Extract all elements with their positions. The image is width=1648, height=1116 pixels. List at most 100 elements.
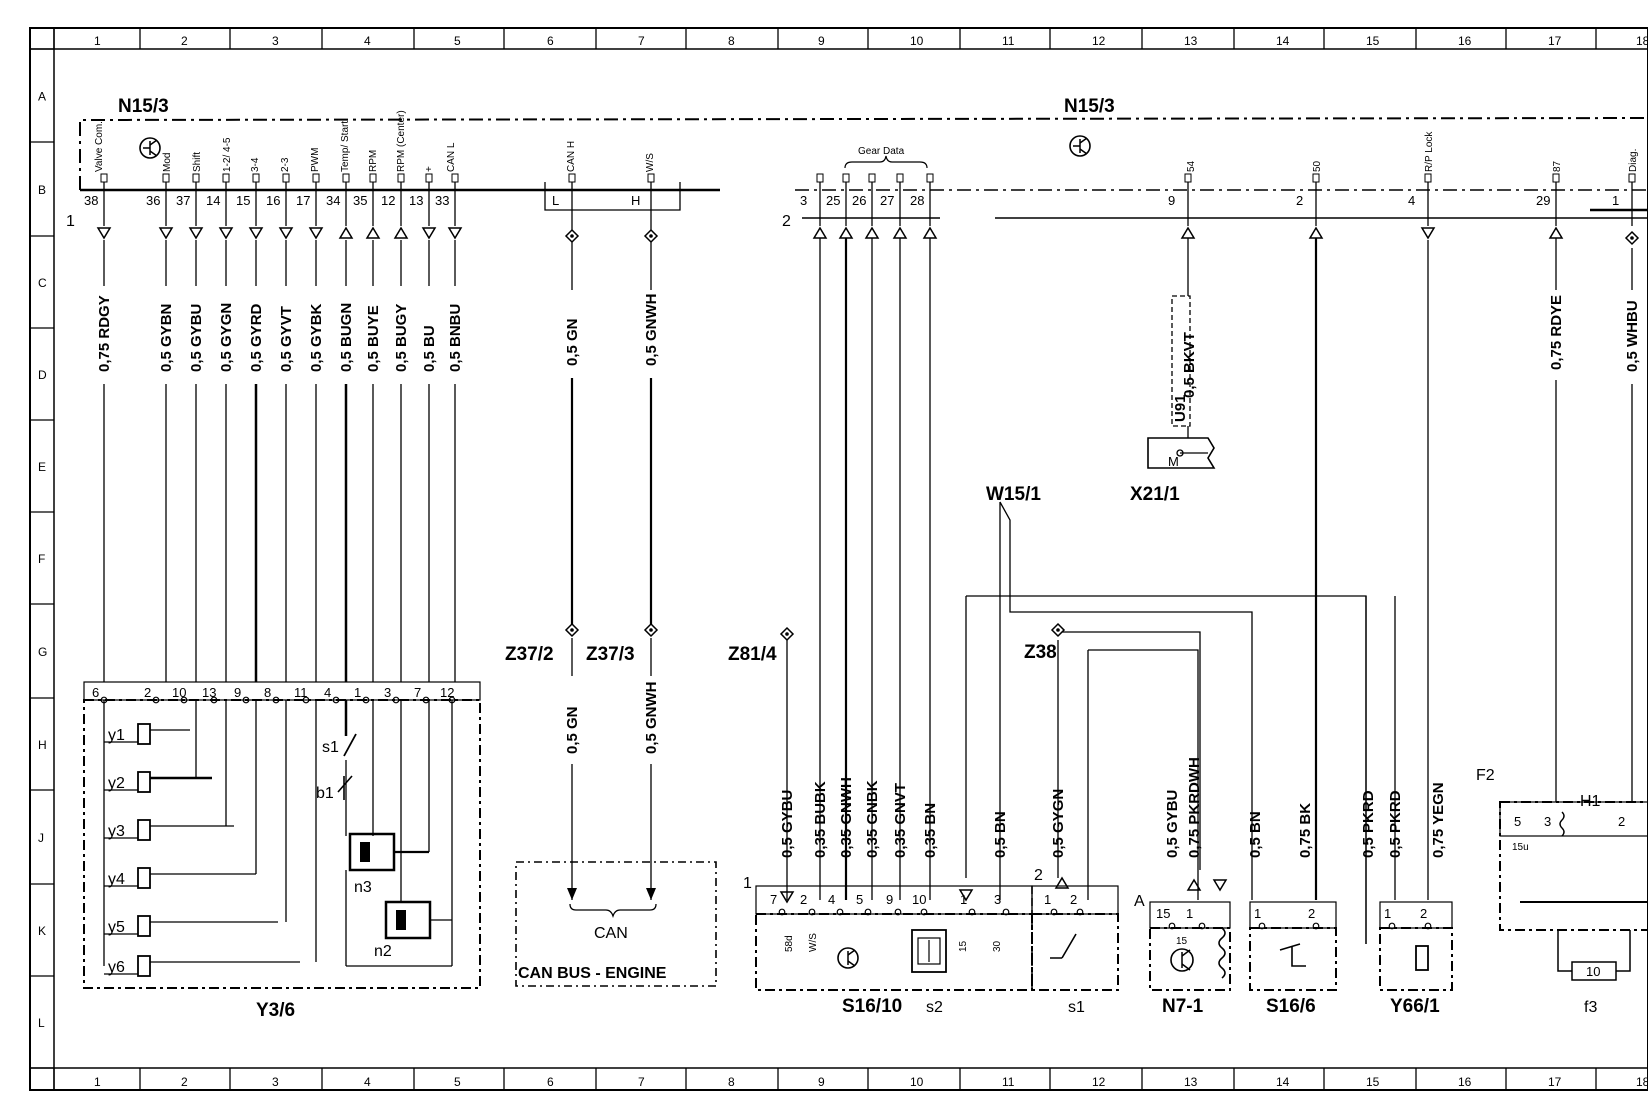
n153-pin: 37	[176, 193, 190, 208]
n153-boundary	[79, 117, 1648, 190]
s166-box	[1249, 927, 1337, 991]
n153-signal-label: 1-2/ 4-5	[222, 137, 233, 172]
z38-label: Z38	[1024, 642, 1057, 663]
y36-coil-label: y6	[108, 959, 125, 976]
grid-row-label: L	[38, 1016, 45, 1030]
solenoid-icon	[137, 915, 151, 937]
s1-pin: 1	[1044, 892, 1051, 907]
arrow-up-icon	[1548, 226, 1564, 239]
grid-col-label: 8	[728, 34, 735, 48]
grid-col-label: 9	[818, 1075, 825, 1089]
grid-col-label: 17	[1548, 1075, 1562, 1089]
s1610-terminal-label: W/S	[808, 933, 819, 952]
wire-label: 0,75 YEGN	[1430, 782, 1447, 858]
grid-row-label: A	[38, 90, 46, 104]
arrow-down-icon	[158, 227, 174, 240]
grid-row-label: K	[38, 924, 46, 938]
grid-row-label: J	[38, 831, 44, 845]
wire-label: 0,5 GYBK	[308, 303, 325, 372]
wire-label: 0,5 GYRD	[248, 303, 265, 372]
n71-pin: 15	[1156, 906, 1170, 921]
y36-pin: 1	[354, 685, 361, 700]
wire	[999, 501, 1253, 900]
wires-layer	[96, 173, 1640, 977]
wire-label: 0,35 GNWH	[838, 777, 855, 858]
wire	[1088, 649, 1199, 900]
grid-col-label: 2	[181, 1075, 188, 1089]
pin-socket	[162, 173, 170, 183]
coil-icon	[1559, 811, 1565, 837]
grid-col-label: 6	[547, 34, 554, 48]
n71-terminal-label: 15	[1176, 936, 1188, 947]
wire-label: 0,5 BU	[421, 325, 438, 372]
pin-socket	[1184, 173, 1192, 183]
s1610-pin: 4	[828, 892, 835, 907]
y661-pin: 2	[1420, 906, 1427, 921]
s1610-pin: 1	[960, 892, 967, 907]
pin-socket	[222, 173, 230, 183]
grid-col-label: 3	[272, 34, 279, 48]
grid-col-label: 13	[1184, 34, 1198, 48]
wire-label: 0,5 BN	[1247, 811, 1264, 858]
gear-data-label: Gear Data	[858, 146, 905, 157]
grid-col-label: 1	[94, 34, 101, 48]
arrow-down-icon	[278, 227, 294, 240]
s166-pin: 1	[1254, 906, 1261, 921]
z373-label: Z37/3	[586, 644, 635, 665]
n153-signal-label: Temp/ Start	[340, 121, 351, 172]
pin-socket	[100, 173, 108, 183]
selector-switch-icon	[911, 929, 947, 973]
wire-label: 0,35 GNVT	[892, 783, 909, 858]
n153-label-left: N15/3	[118, 96, 169, 117]
u91-tag-box	[1171, 295, 1191, 427]
arrow-down-icon	[308, 227, 324, 240]
wire-label: 0,5 GYBN	[158, 304, 175, 372]
grid-labels: 1122334455667788991010111112121313141415…	[30, 28, 1648, 1090]
arrow-up-icon	[338, 226, 354, 239]
splice-dot	[570, 234, 574, 238]
splice-dot	[1056, 628, 1060, 632]
arrow-up-icon	[365, 226, 381, 239]
wire-label: 0,5 BUYE	[365, 305, 382, 372]
f2-terminal-label: 15u	[1512, 842, 1529, 853]
wire-label: 0,75 RDGY	[96, 295, 113, 372]
n153-pin: 15	[236, 193, 250, 208]
solenoid-icon	[137, 819, 151, 841]
arrow-up-icon	[922, 226, 938, 239]
arrow-up-icon	[892, 226, 908, 239]
grid-row-label: C	[38, 276, 47, 290]
s1-conn-2: 2	[1034, 867, 1043, 884]
pin-socket	[896, 173, 904, 183]
arrow-up-icon	[1054, 876, 1070, 889]
arrow-up-icon	[838, 226, 854, 239]
arrow-down-icon	[421, 227, 437, 240]
z814-label: Z81/4	[728, 644, 777, 665]
pin-socket	[647, 173, 655, 183]
n153-pin: 27	[880, 193, 894, 208]
y36-part-label: n3	[354, 879, 372, 896]
x211-connector-icon: M	[1147, 437, 1216, 469]
n153-signal-label: 2-3	[280, 157, 291, 172]
transistor-icon	[837, 947, 859, 969]
wire-label: 0,5 GYGN	[218, 303, 235, 372]
wire-label: 0,5 WHBU	[1624, 300, 1641, 372]
n153-signal-label: Mod	[162, 153, 173, 172]
s1610-terminal-label: 58d	[784, 935, 795, 952]
n153-pin: 16	[266, 193, 280, 208]
arrow-down-icon	[188, 227, 204, 240]
n153-signal-label: RPM (Center)	[396, 110, 407, 172]
wire-label: 0,35 BUBK	[812, 781, 829, 858]
x211-m: M	[1168, 454, 1179, 469]
f2-label: F2	[1476, 767, 1495, 784]
pin-socket	[1312, 173, 1320, 183]
y36-pin: 9	[234, 685, 241, 700]
wire-label: 0,35 BN	[922, 803, 939, 858]
grid-col-label: 3	[272, 1075, 279, 1089]
n153-pin: 2	[1296, 193, 1303, 208]
n153-signal-label: 3-4	[250, 157, 261, 172]
grid-col-label: 15	[1366, 34, 1380, 48]
can-bus-engine-label: CAN BUS - ENGINE	[518, 965, 667, 982]
arrow-up-icon	[864, 226, 880, 239]
wire-label: 0,5 GYBU	[779, 790, 796, 858]
grid-col-label: 7	[638, 34, 645, 48]
